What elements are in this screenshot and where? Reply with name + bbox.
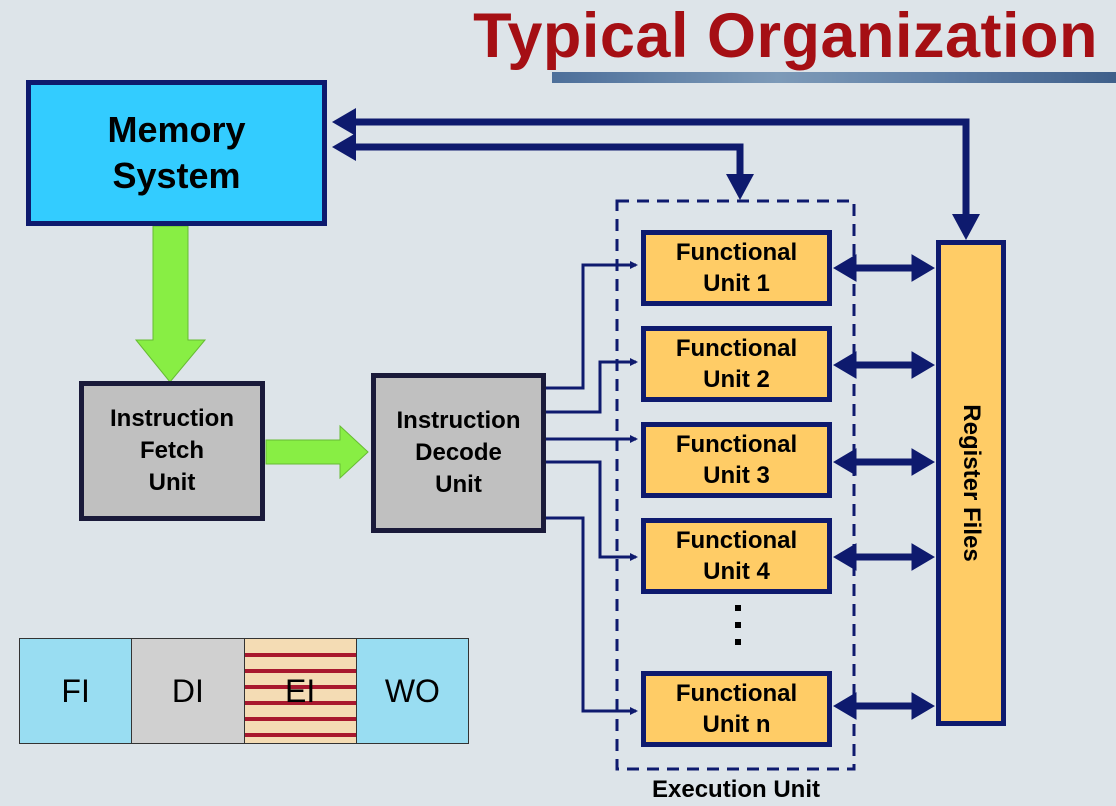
functional-unit-3-box: Functional Unit 3 [641,422,832,498]
fetch-unit-line2: Fetch [139,437,204,464]
memory-system-box: Memory System [26,80,327,226]
slide-title: Typical Organization [473,1,1098,71]
fetch-unit-line3: Unit [148,469,196,496]
stage-di: DI [132,639,245,743]
memory-register-arrow [332,108,980,240]
functional-unit-1-line1: Functional [675,239,798,266]
register-files-label: Register Files [958,404,985,562]
decode-unit-line1: Instruction [396,407,521,434]
decode-unit-line3: Unit [435,471,482,498]
stage-fi: FI [20,639,133,743]
unit-register-arrows [833,254,935,720]
functional-unit-1-box: Functional Unit 1 [641,230,832,306]
fetch-unit-line1: Instruction [110,405,234,432]
fetch-to-decode-arrow [265,424,369,480]
functional-unit-4-line2: Unit 4 [703,558,770,585]
functional-unit-n-line1: Functional [675,680,798,707]
instruction-fetch-unit-box: Instruction Fetch Unit [79,381,265,521]
stage-ei: EI [244,639,357,743]
stage-wo: WO [356,639,468,743]
functional-unit-2-line1: Functional [675,335,798,362]
ellipsis-dots [735,605,743,656]
instruction-decode-unit-box: Instruction Decode Unit [371,373,546,533]
execution-unit-label: Execution Unit [651,776,820,803]
memory-to-fetch-arrow [134,225,207,383]
title-underline-bar [552,72,1116,83]
functional-unit-4-line1: Functional [675,527,798,554]
execution-unit-boundary [615,199,856,771]
functional-unit-3-line1: Functional [675,431,798,458]
register-files-box: Register Files [936,240,1006,726]
memory-system-line2: System [112,155,241,196]
memory-execution-arrow [332,133,754,200]
functional-unit-n-line2: Unit n [702,711,771,738]
functional-unit-1-line2: Unit 1 [703,270,770,297]
functional-unit-3-line2: Unit 3 [703,462,770,489]
functional-unit-2-box: Functional Unit 2 [641,326,832,402]
functional-unit-n-box: Functional Unit n [641,671,832,747]
pipeline-stage-strip: FI DI EI WO [19,638,469,744]
decode-unit-line2: Decode [415,439,502,466]
memory-system-line1: Memory [107,109,246,150]
decode-dispatch-lines [546,261,638,715]
functional-unit-4-box: Functional Unit 4 [641,518,832,594]
functional-unit-2-line2: Unit 2 [703,366,770,393]
